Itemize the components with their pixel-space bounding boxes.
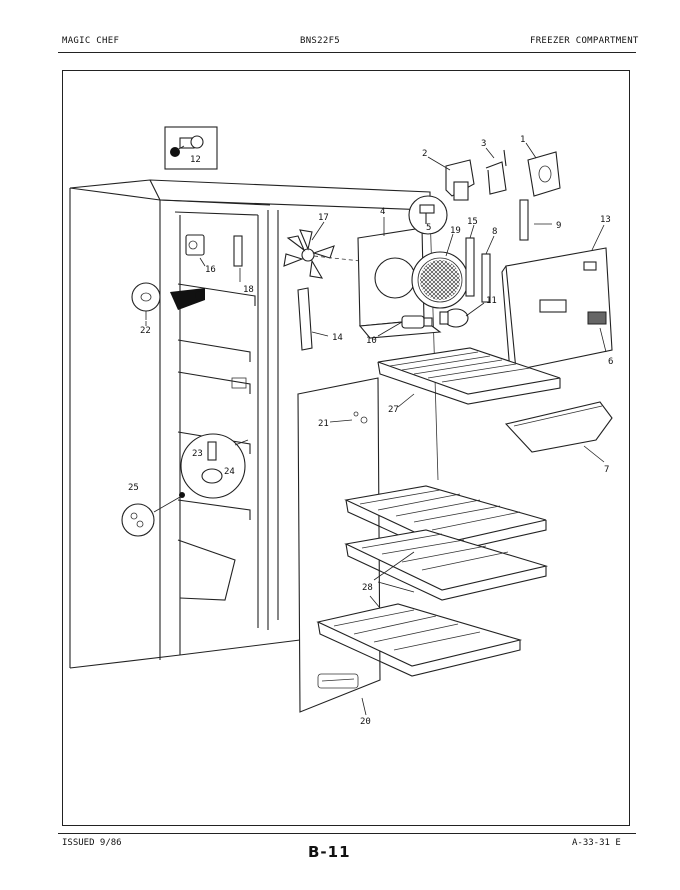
callout-21: 21 (318, 419, 329, 429)
duct-14 (297, 287, 313, 351)
rear-panel-13 (501, 247, 613, 373)
control-housing-16 (185, 234, 206, 267)
drawing-ref: A-33-31 E (572, 838, 621, 848)
bracket-2 (445, 159, 475, 201)
pan-7 (504, 401, 613, 453)
callout-24: 24 (224, 467, 235, 477)
fan-blade-17 (283, 229, 371, 279)
callout-4: 4 (380, 207, 385, 217)
page-number: B-11 (308, 843, 351, 861)
diagram-frame (62, 70, 630, 826)
callout-15: 15 (467, 217, 478, 227)
callout-6: 6 (608, 357, 613, 367)
insulator-8 (481, 253, 491, 303)
shelf-27 (377, 347, 561, 405)
plate-1 (527, 151, 561, 197)
callout-1: 1 (520, 135, 525, 145)
callout-2: 2 (422, 149, 427, 159)
footer-rule (58, 833, 636, 834)
freezer-cabinet (69, 179, 439, 669)
callout-25: 25 (128, 483, 139, 493)
callout-23: 23 (192, 449, 203, 459)
callout-13: 13 (600, 215, 611, 225)
section-title: FREEZER COMPARTMENT (530, 36, 639, 46)
callout-10: 10 (366, 336, 377, 346)
header-rule (58, 52, 636, 53)
shelf-28-lower (316, 603, 523, 677)
receptacle-10 (401, 315, 433, 329)
inset-23-24 (180, 433, 249, 499)
brand-label: MAGIC CHEF (62, 36, 120, 46)
clip-3 (485, 149, 507, 195)
callout-19: 19 (450, 226, 461, 236)
callout-27: 27 (388, 405, 399, 415)
light-bulb-11 (439, 308, 469, 328)
switch-18 (233, 235, 243, 282)
callout-14: 14 (332, 333, 343, 343)
issued-date: ISSUED 9/86 (62, 838, 122, 848)
fan-grille-19 (411, 251, 469, 309)
inset-12 (164, 126, 218, 170)
light-socket-5 (408, 195, 448, 235)
model-label: BNS22F5 (300, 36, 341, 46)
callout-22: 22 (140, 326, 151, 336)
callout-7: 7 (604, 465, 609, 475)
callout-numbers: 1 2 3 4 5 6 7 8 9 10 11 12 13 14 15 16 1… (128, 135, 613, 727)
callout-16: 16 (205, 265, 216, 275)
inset-25 (121, 492, 185, 537)
fan-shroud-4 (357, 227, 442, 339)
callout-17: 17 (318, 213, 329, 223)
callout-5: 5 (426, 223, 431, 233)
callout-20: 20 (360, 717, 371, 727)
insulator-15 (465, 237, 475, 297)
callout-28: 28 (362, 583, 373, 593)
callout-9: 9 (556, 221, 561, 231)
callout-8: 8 (492, 227, 497, 237)
rod-9 (519, 199, 529, 241)
callout-11: 11 (486, 296, 497, 306)
callout-3: 3 (481, 139, 486, 149)
shelf-28-middle (344, 529, 549, 601)
callout-18: 18 (243, 285, 254, 295)
callout-12: 12 (190, 155, 201, 165)
leader-lines (311, 142, 607, 716)
inset-22 (131, 282, 205, 320)
